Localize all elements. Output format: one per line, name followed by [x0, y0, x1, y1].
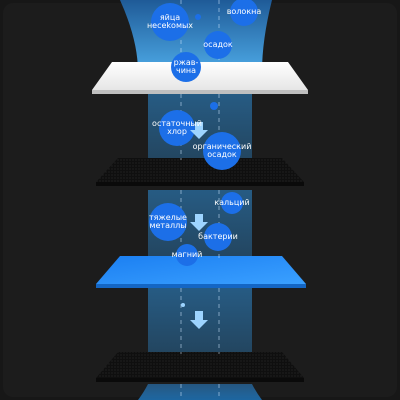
particle-organic: [203, 132, 241, 170]
dark-filter-layer-2: [96, 352, 304, 378]
label-rust: ржав- чина: [173, 58, 199, 75]
dark-filter-layer-1: [96, 158, 304, 182]
particle-rust: [171, 52, 201, 82]
small-particle: [181, 303, 185, 307]
label-sediment: осадок: [203, 40, 233, 49]
down-arrow-icon: [190, 214, 208, 231]
label-magnesium: магний: [171, 250, 203, 259]
particle-magnesium: [176, 244, 198, 266]
white-filter-layer: [92, 62, 308, 90]
particle-heavy-metals: [149, 203, 187, 241]
label-heavy-metals: тяжелые металлы: [149, 213, 187, 230]
particle-chlorine: [159, 110, 195, 146]
outgoing-water-stream: [138, 384, 262, 400]
particle-calcium: [221, 192, 243, 214]
particle-fibers: [230, 0, 258, 26]
label-organic: органический осадок: [192, 142, 252, 159]
label-eggs: яйца несеkомых: [146, 13, 194, 30]
small-particle: [210, 102, 218, 110]
label-chlorine: остаточный хлор: [152, 119, 202, 136]
particle-eggs: [151, 3, 189, 41]
down-arrow-icon: [190, 122, 208, 139]
label-bacteria: бактерии: [198, 232, 238, 241]
down-arrow-icon: [190, 311, 208, 329]
label-calcium: кальций: [214, 198, 250, 207]
blue-filter-layer: [96, 256, 306, 284]
small-particle: [195, 14, 201, 20]
label-fibers: волокна: [226, 7, 262, 16]
particle-bacteria: [204, 223, 232, 251]
particle-sediment: [204, 31, 232, 59]
